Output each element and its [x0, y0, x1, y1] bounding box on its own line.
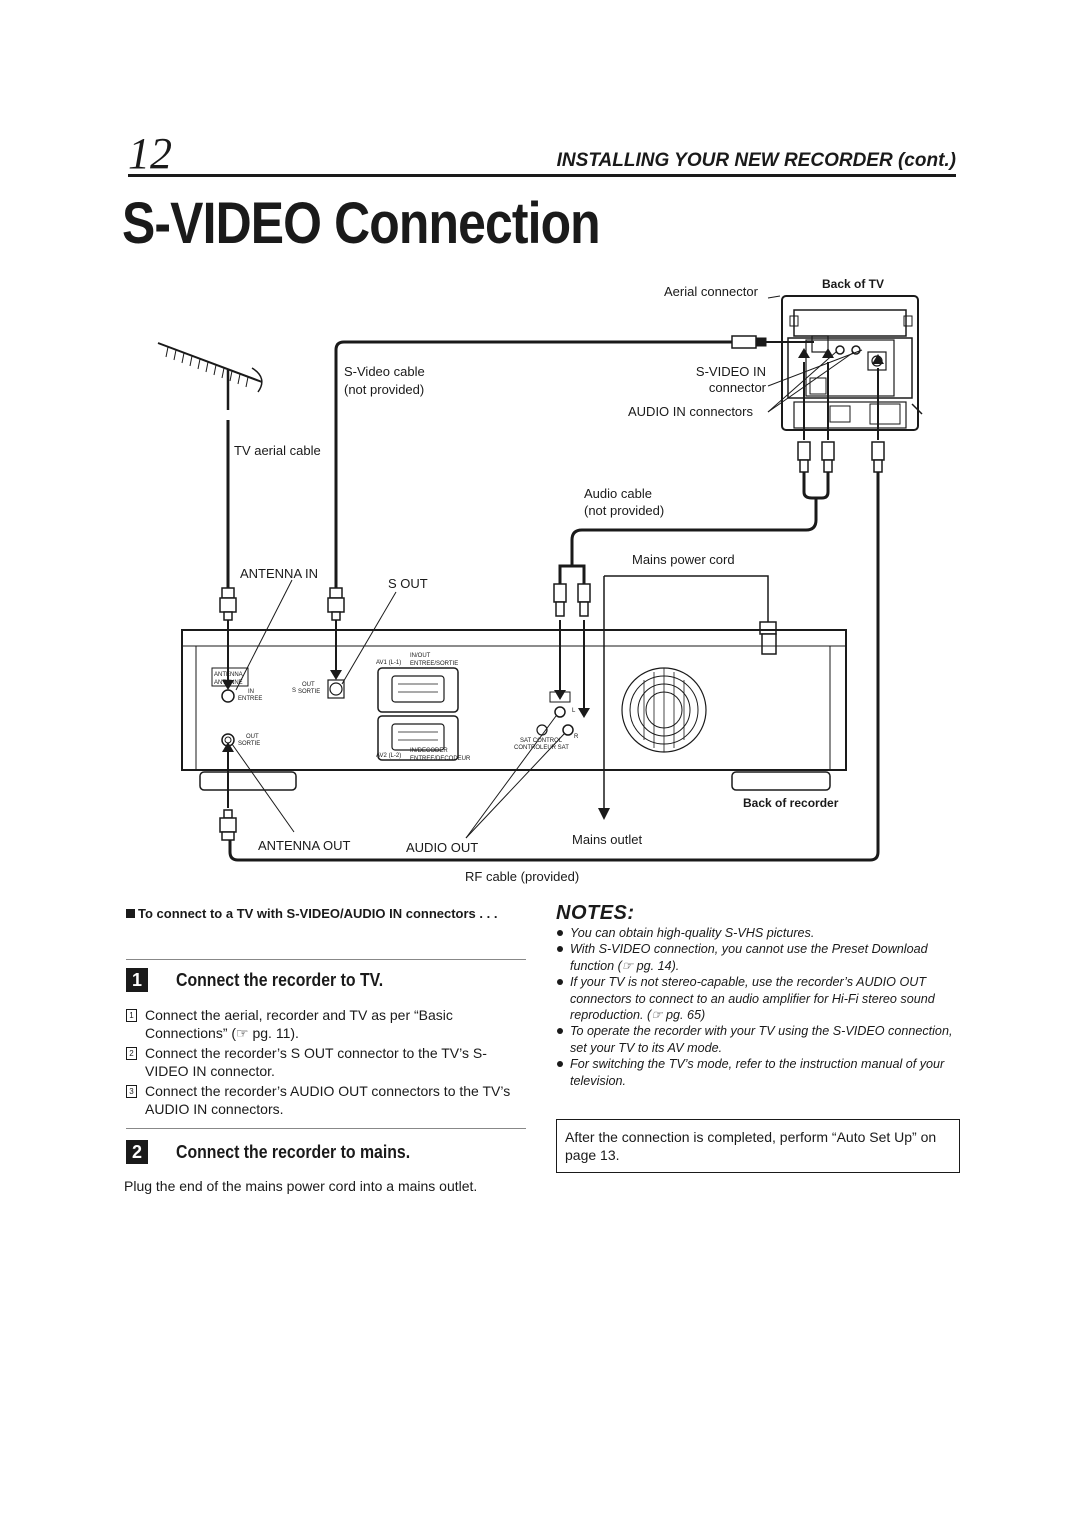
step-2-text: Plug the end of the mains power cord int…: [124, 1178, 478, 1194]
item-text: Connect the recorder’s S OUT connector t…: [145, 1045, 487, 1079]
panel-l: L: [572, 708, 576, 714]
item-number: 2: [126, 1047, 137, 1060]
note-text: You can obtain high-quality S-VHS pictur…: [570, 926, 815, 940]
intro-text: To connect to a TV with S-VIDEO/AUDIO IN…: [138, 906, 498, 921]
panel-antenna: ANTENNA: [214, 672, 243, 678]
bullet-icon: [557, 979, 563, 986]
notes-list: You can obtain high-quality S-VHS pictur…: [556, 925, 960, 1089]
list-item: 2 Connect the recorder’s S OUT connector …: [126, 1044, 526, 1080]
panel-s-out: OUT: [302, 682, 315, 688]
note-text: With S-VIDEO connection, you cannot use …: [570, 942, 928, 973]
page-title: S-VIDEO Connection: [122, 191, 601, 256]
label-aerial-connector: Aerial connector: [664, 284, 759, 299]
step-number: 2: [126, 1140, 148, 1164]
list-item: 3 Connect the recorder’s AUDIO OUT connec…: [126, 1082, 526, 1118]
note-item: To operate the recorder with your TV usi…: [556, 1023, 960, 1056]
instructions-intro: To connect to a TV with S-VIDEO/AUDIO IN…: [126, 905, 526, 923]
label-s-out: S OUT: [388, 576, 428, 591]
panel-r: R: [574, 734, 579, 740]
note-text: To operate the recorder with your TV usi…: [570, 1024, 953, 1055]
note-item: If your TV is not stereo-capable, use th…: [556, 974, 960, 1023]
item-text: Connect the recorder’s AUDIO OUT connect…: [145, 1083, 511, 1117]
bullet-icon: [557, 946, 563, 953]
label-mains-outlet: Mains outlet: [572, 832, 642, 847]
panel-in-out: IN/OUT: [410, 653, 431, 659]
label-not-provided-1: (not provided): [344, 382, 424, 397]
bullet-icon: [557, 930, 563, 936]
panel-controleur-sat: CONTROLEUR SAT: [514, 745, 569, 751]
step-2-header: 2 Connect the recorder to mains.: [126, 1140, 526, 1166]
panel-entree-decodeur: ENTREE/DECODEUR: [410, 756, 471, 762]
panel-out: OUT: [246, 734, 259, 740]
step-title: Connect the recorder to mains.: [176, 1142, 411, 1162]
label-back-of-tv: Back of TV: [822, 277, 884, 291]
label-not-provided-2: (not provided): [584, 503, 664, 518]
panel-in-decoder: IN/DECODER: [410, 748, 448, 754]
bullet-icon: [557, 1061, 563, 1068]
panel-av2: AV2 (L-2): [376, 753, 401, 759]
panel-s-sortie: SORTIE: [298, 689, 320, 695]
label-antenna-out: ANTENNA OUT: [258, 838, 351, 853]
label-svideo-cable: S-Video cable: [344, 364, 425, 379]
label-antenna-in: ANTENNA IN: [240, 566, 318, 581]
tv-back: [781, 295, 923, 431]
section-title: INSTALLING YOUR NEW RECORDER (cont.): [556, 150, 956, 171]
panel-sat-control: SAT CONTROL: [520, 738, 563, 744]
item-text: Connect the aerial, recorder and TV as p…: [145, 1007, 453, 1041]
label-audio-cable: Audio cable: [584, 486, 652, 501]
antenna-icon: [157, 342, 263, 410]
note-text: If your TV is not stereo-capable, use th…: [570, 975, 935, 1023]
page-number: 12: [128, 129, 172, 178]
item-number: 1: [126, 1009, 137, 1022]
step-title: Connect the recorder to TV.: [176, 970, 384, 990]
label-svideo-in: S-VIDEO IN: [696, 364, 766, 379]
step-1-header: 1 Connect the recorder to TV.: [126, 968, 526, 994]
notes-heading: NOTES:: [556, 902, 635, 924]
panel-entree: ENTREE: [238, 696, 262, 702]
panel-antenne: ANTENNE: [214, 680, 243, 686]
step-rule: [126, 959, 526, 960]
bullet-icon: [557, 1028, 563, 1035]
note-item: For switching the TV’s mode, refer to th…: [556, 1056, 960, 1089]
panel-in: IN: [248, 689, 254, 695]
label-back-of-recorder: Back of recorder: [743, 796, 839, 810]
item-number: 3: [126, 1085, 137, 1098]
step-1-list: 1 Connect the aerial, recorder and TV as …: [126, 1006, 526, 1120]
label-connector: connector: [709, 380, 767, 395]
step-number: 1: [126, 968, 148, 992]
label-audio-in-connectors: AUDIO IN connectors: [628, 404, 753, 419]
label-rf-cable: RF cable (provided): [465, 869, 579, 884]
step-rule: [126, 1128, 526, 1129]
label-audio-out: AUDIO OUT: [406, 840, 478, 855]
label-tv-aerial-cable: TV aerial cable: [234, 443, 321, 458]
note-text: For switching the TV’s mode, refer to th…: [570, 1057, 945, 1088]
square-bullet-icon: [126, 909, 135, 918]
list-item: 1 Connect the aerial, recorder and TV as …: [126, 1006, 526, 1042]
note-item: With S-VIDEO connection, you cannot use …: [556, 941, 960, 974]
panel-entree-sortie: ENTREE/SORTIE: [410, 661, 458, 667]
recorder-back: [181, 629, 847, 791]
label-mains-power-cord: Mains power cord: [632, 552, 735, 567]
panel-s: S: [292, 688, 296, 694]
auto-setup-note-box: After the connection is completed, perfo…: [556, 1119, 960, 1173]
note-item: You can obtain high-quality S-VHS pictur…: [556, 925, 960, 941]
panel-sortie: SORTIE: [238, 741, 260, 747]
header-rule: [128, 174, 956, 177]
panel-av1: AV1 (L-1): [376, 660, 401, 666]
